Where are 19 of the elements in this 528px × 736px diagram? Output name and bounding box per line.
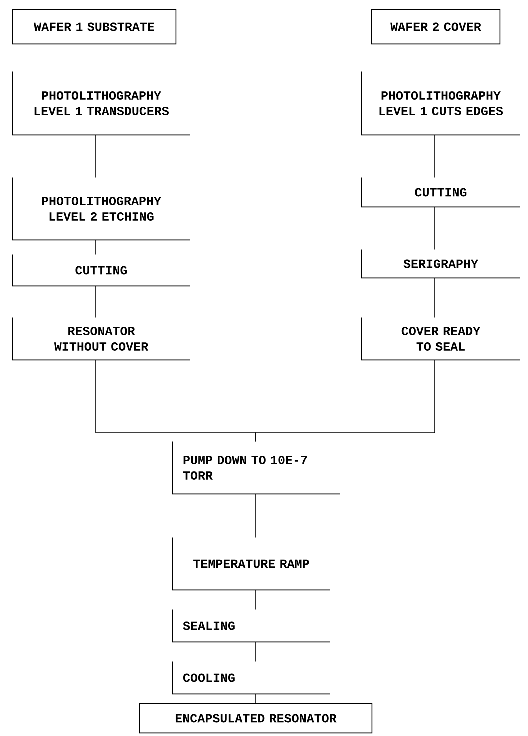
- process-step: COOLING: [172, 661, 331, 695]
- process-step: PUMP DOWN TO 10E-7 TORR: [172, 441, 341, 495]
- process-step: CUTTING: [12, 254, 191, 287]
- terminal-box: ENCAPSULATED RESONATOR: [139, 703, 373, 734]
- connector-line: [434, 134, 436, 178]
- process-step: COVER READY TO SEAL: [361, 317, 521, 361]
- process-step: PHOTOLITHOGRAPHY LEVEL 2 ETCHING: [12, 177, 191, 241]
- process-step: PHOTOLITHOGRAPHY LEVEL 1 TRANSDUCERS: [12, 71, 191, 136]
- terminal-box: WAFER 2 COVER: [371, 9, 501, 45]
- connector-line: [434, 278, 436, 318]
- process-step: TEMPERATURE RAMP: [172, 537, 331, 591]
- process-step: CUTTING: [361, 177, 521, 208]
- connector-line: [434, 206, 436, 250]
- process-step: PHOTOLITHOGRAPHY LEVEL 1 CUTS EDGES: [361, 71, 521, 136]
- terminal-box: WAFER 1 SUBSTRATE: [12, 9, 177, 45]
- connector-line: [256, 360, 436, 442]
- process-step: SERIGRAPHY: [361, 249, 521, 279]
- process-step: SEALING: [172, 609, 331, 643]
- process-step: RESONATOR WITHOUT COVER: [12, 317, 191, 361]
